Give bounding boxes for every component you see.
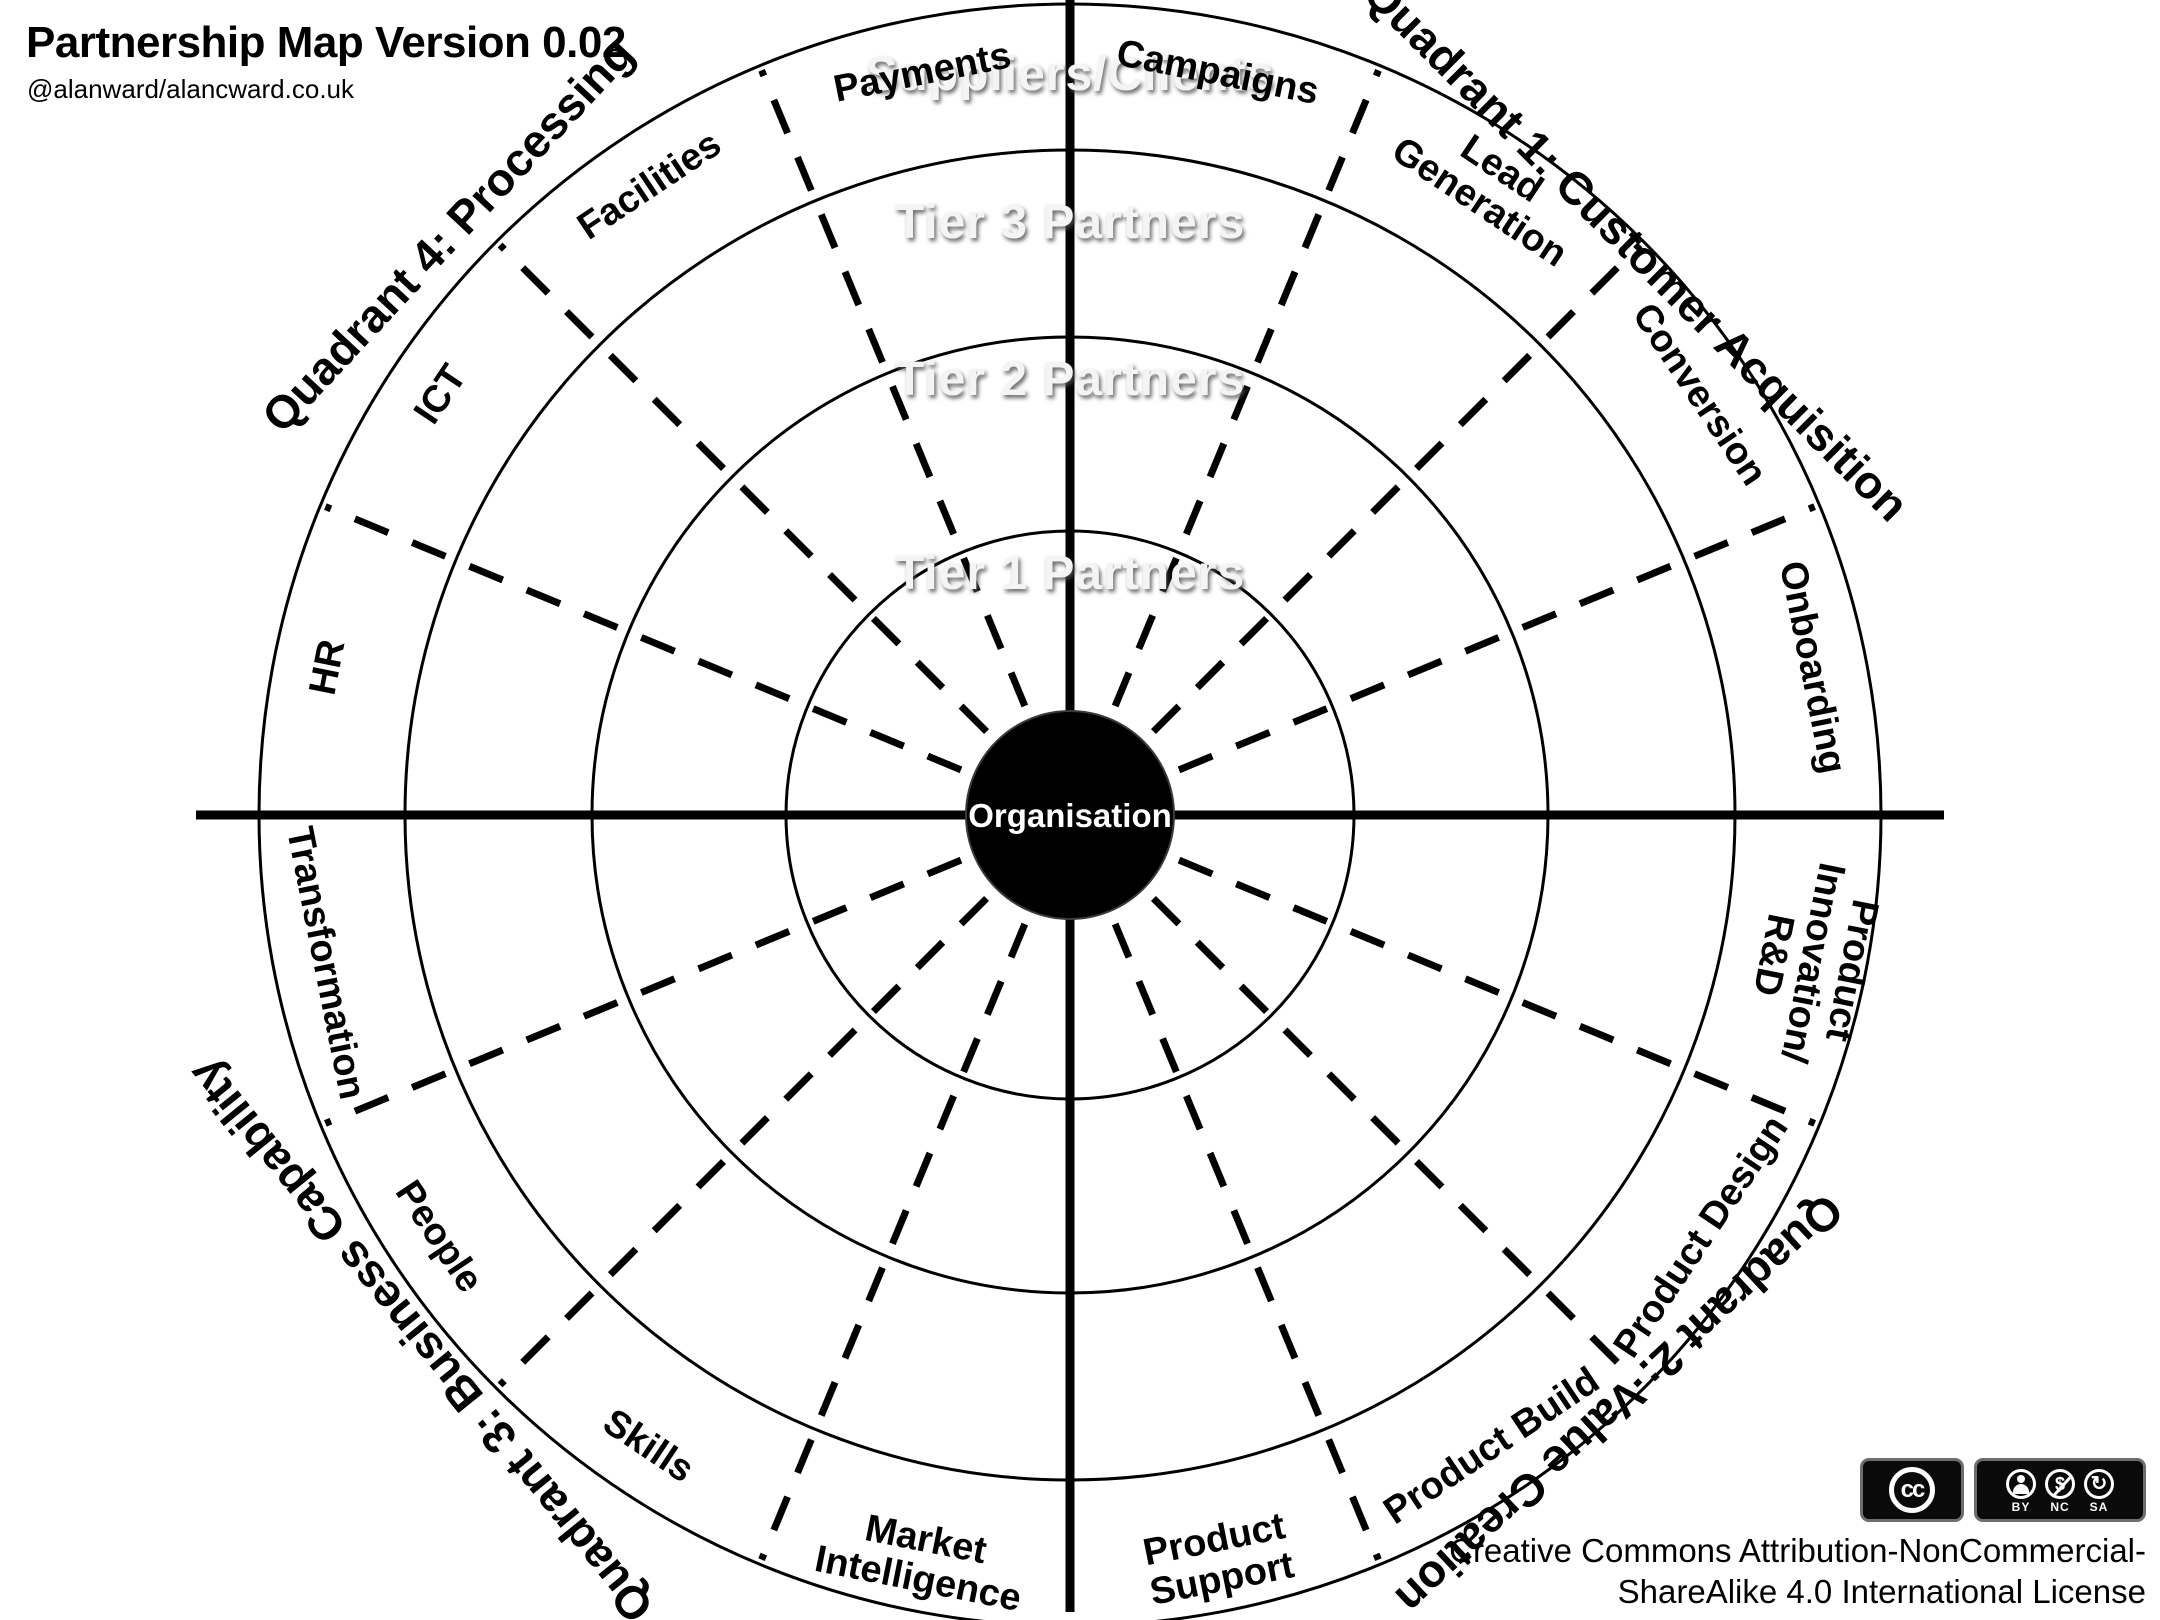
sector-label: Onboarding [1771,558,1854,777]
sector-divider-line [1150,242,1643,735]
sector-label: MarketIntelligence [811,1499,1032,1620]
dollar-glyph: $ [2054,1473,2065,1494]
sector-divider-line [324,856,963,1127]
ring-label: Tier 2 Partners [895,353,1245,406]
cc-sa-label: SA [2089,1499,2109,1514]
sector-divider-line [324,503,963,774]
cc-by-label: BY [2011,1499,2031,1514]
sector-label: ICT [406,357,475,431]
ring-label: Tier 3 Partners [895,196,1245,249]
sector-label: Transformation [278,823,373,1102]
no-dollar-icon: $ [2045,1468,2075,1499]
cc-nc-term: $ NC [2045,1468,2075,1514]
organisation-label: Organisation [968,797,1172,834]
ring-label: Tier 1 Partners [895,547,1245,600]
quadrant-title: Quadrant 1: Customer Acquisition [1354,0,1919,531]
page-subtitle: @alanward/alancward.co.uk [27,74,355,104]
license-area: cc BY $ NC [1449,1457,2146,1613]
person-glyph [2009,1472,2033,1496]
creative-commons-icon: cc [1889,1466,1935,1513]
cc-nc-label: NC [2050,1499,2070,1514]
person-icon [2006,1468,2036,1499]
arrow-glyph: ↻ [2090,1472,2108,1495]
license-line-2: ShareAlike 4.0 International License [1617,1572,2146,1610]
sector-divider-line [758,922,1029,1561]
cc-sa-term: ↻ SA [2084,1468,2114,1514]
sector-label: ProductSupport [1139,1505,1298,1614]
cc-by-term: BY [2006,1468,2036,1514]
share-alike-arrow-icon: ↻ [2084,1468,2114,1499]
cc-logo-badge: cc [1860,1457,1964,1522]
organisation-circle [965,710,1175,920]
page-title: Partnership Map Version 0.02 [26,18,626,67]
sector-label: ProductInnovation/R&D [1733,851,1892,1074]
cc-license-terms-badge: BY $ NC ↻ SA [1974,1457,2146,1522]
quadrant-title: Quadrant 3: Business Capability [177,1049,663,1620]
cc-badges: cc BY $ NC [1860,1457,2146,1522]
license-text: Creative Commons Attribution-NonCommerci… [1449,1530,2146,1613]
sector-divider-line [758,69,1029,708]
sector-divider-line [497,895,990,1388]
person-head [2017,1474,2025,1483]
license-line-1: Creative Commons Attribution-NonCommerci… [1449,1531,2146,1569]
ring-label: Suppliers/Clients [865,48,1274,101]
sector-divider-line [1150,895,1643,1388]
sector-divider-line [497,242,990,735]
header: Partnership Map Version 0.02 @alanward/a… [26,18,626,105]
sector-divider-line [1111,922,1382,1561]
sector-divider-line [1177,856,1816,1127]
sector-label: Facilities [570,123,729,248]
sector-label: HR [302,636,354,698]
person-body [2013,1483,2029,1494]
cc-logo-text: cc [1900,1475,1926,1503]
sector-label: Skills [595,1401,701,1491]
sector-divider-line [1177,503,1816,774]
sector-divider-line [1111,69,1382,708]
